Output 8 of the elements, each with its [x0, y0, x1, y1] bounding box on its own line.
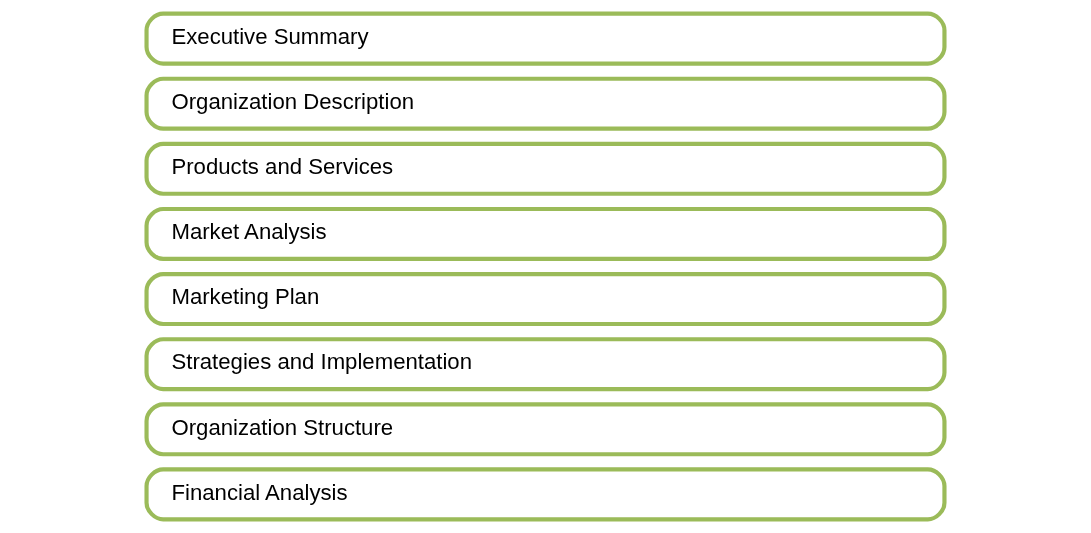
node-box: Products and Services — [144, 141, 947, 196]
node-box: Market Analysis — [144, 206, 947, 261]
node-box: Financial Analysis — [144, 467, 947, 522]
node-box: Organization Description — [144, 76, 947, 131]
node-box: Marketing Plan — [144, 272, 947, 327]
node-box: Executive Summary — [144, 11, 947, 66]
node-box: Organization Structure — [144, 402, 947, 457]
node-box: Strategies and Implementation — [144, 337, 947, 392]
